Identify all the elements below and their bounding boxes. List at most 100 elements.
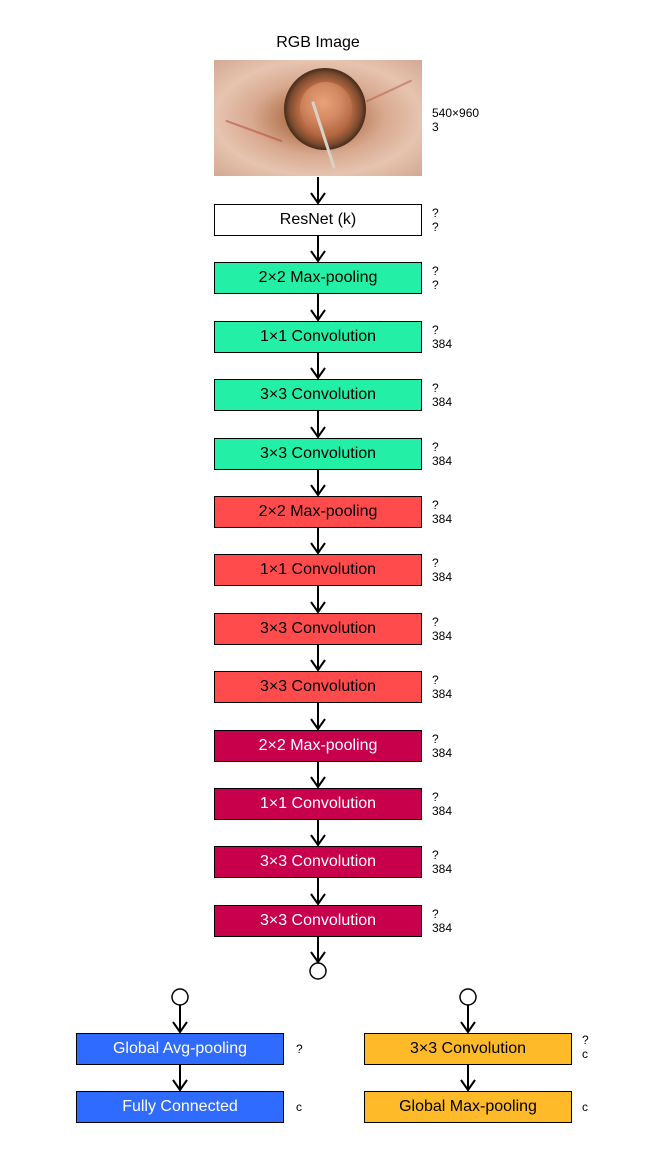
head-dim: ? xyxy=(582,1033,589,1047)
flow-arrow xyxy=(310,236,326,263)
layer-label: ResNet (k) xyxy=(279,211,357,228)
layer-label: 1×1 Convolution xyxy=(259,328,377,345)
head-label: Global Max-pooling xyxy=(399,1098,537,1115)
connector-node xyxy=(459,988,477,1006)
layer-dims: ?384 xyxy=(432,381,452,409)
layer-dim: 384 xyxy=(432,570,453,584)
layer-box: 3×3 Convolution xyxy=(214,846,422,878)
layer-dim: ? xyxy=(432,440,439,454)
flow-arrow xyxy=(310,937,326,964)
layer-dims: ?384 xyxy=(432,498,452,526)
layer-dim: ? xyxy=(432,848,439,862)
layer-dim: 384 xyxy=(432,862,453,876)
layer-dim: ? xyxy=(432,907,439,921)
diagram-title: RGB Image xyxy=(276,34,360,51)
layer-dim: ? xyxy=(432,220,439,234)
flow-arrow xyxy=(310,703,326,731)
layer-dim: ? xyxy=(432,323,439,337)
layer-dims: ?? xyxy=(432,264,439,292)
layer-label: 2×2 Max-pooling xyxy=(258,269,378,286)
flow-arrow xyxy=(310,878,326,906)
head-dim: c xyxy=(582,1100,588,1114)
layer-dim: ? xyxy=(432,381,439,395)
head-dim: c xyxy=(582,1047,588,1061)
layer-dim: 384 xyxy=(432,746,453,760)
photo-pupil xyxy=(300,82,352,134)
flow-arrow xyxy=(310,294,326,322)
layer-dim: 384 xyxy=(432,395,453,409)
head-dims: ?c xyxy=(582,1033,589,1061)
layer-dim: 384 xyxy=(432,921,453,935)
flow-arrow xyxy=(172,1065,188,1092)
head-dim: c xyxy=(296,1100,302,1114)
head-dims: c xyxy=(296,1100,302,1114)
flow-arrow xyxy=(310,645,326,672)
rgb-input-image xyxy=(214,60,422,176)
layer-dim: ? xyxy=(432,556,439,570)
head-dims: ? xyxy=(296,1042,303,1056)
layer-box: 2×2 Max-pooling xyxy=(214,496,422,528)
layer-dim: ? xyxy=(432,615,439,629)
head-dims: c xyxy=(582,1100,588,1114)
input-dims: 540×960 3 xyxy=(432,106,479,134)
layer-box: 3×3 Convolution xyxy=(214,613,422,645)
layer-dim: 384 xyxy=(432,454,453,468)
layer-dim: 384 xyxy=(432,687,453,701)
layer-dim: ? xyxy=(432,278,439,292)
flow-arrow xyxy=(310,586,326,614)
layer-dims: ?384 xyxy=(432,790,452,818)
input-dim-spatial: 540×960 xyxy=(432,106,480,120)
input-dim-channels: 3 xyxy=(432,120,439,134)
layer-box: 3×3 Convolution xyxy=(214,438,422,470)
layer-dims: ?384 xyxy=(432,323,452,351)
layer-dims: ?384 xyxy=(432,615,452,643)
layer-label: 3×3 Convolution xyxy=(259,853,377,870)
layer-dim: 384 xyxy=(432,512,453,526)
layer-box: ResNet (k) xyxy=(214,204,422,236)
layer-dims: ?384 xyxy=(432,732,452,760)
layer-label: 2×2 Max-pooling xyxy=(258,503,378,520)
head-dim: ? xyxy=(296,1042,303,1056)
flow-arrow xyxy=(460,1065,476,1092)
layer-label: 3×3 Convolution xyxy=(259,620,377,637)
layer-dims: ?384 xyxy=(432,673,452,701)
layer-box: 2×2 Max-pooling xyxy=(214,262,422,294)
layer-dim: 384 xyxy=(432,804,453,818)
layer-dims: ?384 xyxy=(432,440,452,468)
layer-dim: 384 xyxy=(432,629,453,643)
flow-arrow xyxy=(310,528,326,555)
flow-arrow xyxy=(310,762,326,789)
flow-arrow xyxy=(310,353,326,380)
layer-dim: ? xyxy=(432,732,439,746)
left-head-box: Global Avg-pooling xyxy=(76,1033,284,1065)
layer-label: 3×3 Convolution xyxy=(259,678,377,695)
layer-dims: ?384 xyxy=(432,907,452,935)
layer-label: 2×2 Max-pooling xyxy=(258,737,378,754)
layer-label: 3×3 Convolution xyxy=(259,445,377,462)
layer-label: 3×3 Convolution xyxy=(259,912,377,929)
layer-dim: ? xyxy=(432,498,439,512)
layer-box: 2×2 Max-pooling xyxy=(214,730,422,762)
layer-label: 1×1 Convolution xyxy=(259,795,377,812)
layer-dim: ? xyxy=(432,673,439,687)
layer-dim: 384 xyxy=(432,337,453,351)
connector-node xyxy=(309,962,327,980)
layer-label: 3×3 Convolution xyxy=(259,386,377,403)
layer-dims: ?384 xyxy=(432,556,452,584)
head-label: 3×3 Convolution xyxy=(409,1040,527,1057)
layer-label: 1×1 Convolution xyxy=(259,561,377,578)
right-head-box: Global Max-pooling xyxy=(364,1091,572,1123)
layer-box: 3×3 Convolution xyxy=(214,379,422,411)
layer-dims: ?? xyxy=(432,206,439,234)
layer-dim: ? xyxy=(432,790,439,804)
layer-dim: ? xyxy=(432,264,439,278)
flow-arrow xyxy=(460,1005,476,1034)
flow-arrow xyxy=(310,177,326,205)
flow-arrow xyxy=(172,1005,188,1034)
head-label: Fully Connected xyxy=(122,1098,238,1115)
flow-arrow xyxy=(310,411,326,439)
connector-node xyxy=(171,988,189,1006)
layer-box: 3×3 Convolution xyxy=(214,905,422,937)
layer-box: 1×1 Convolution xyxy=(214,321,422,353)
